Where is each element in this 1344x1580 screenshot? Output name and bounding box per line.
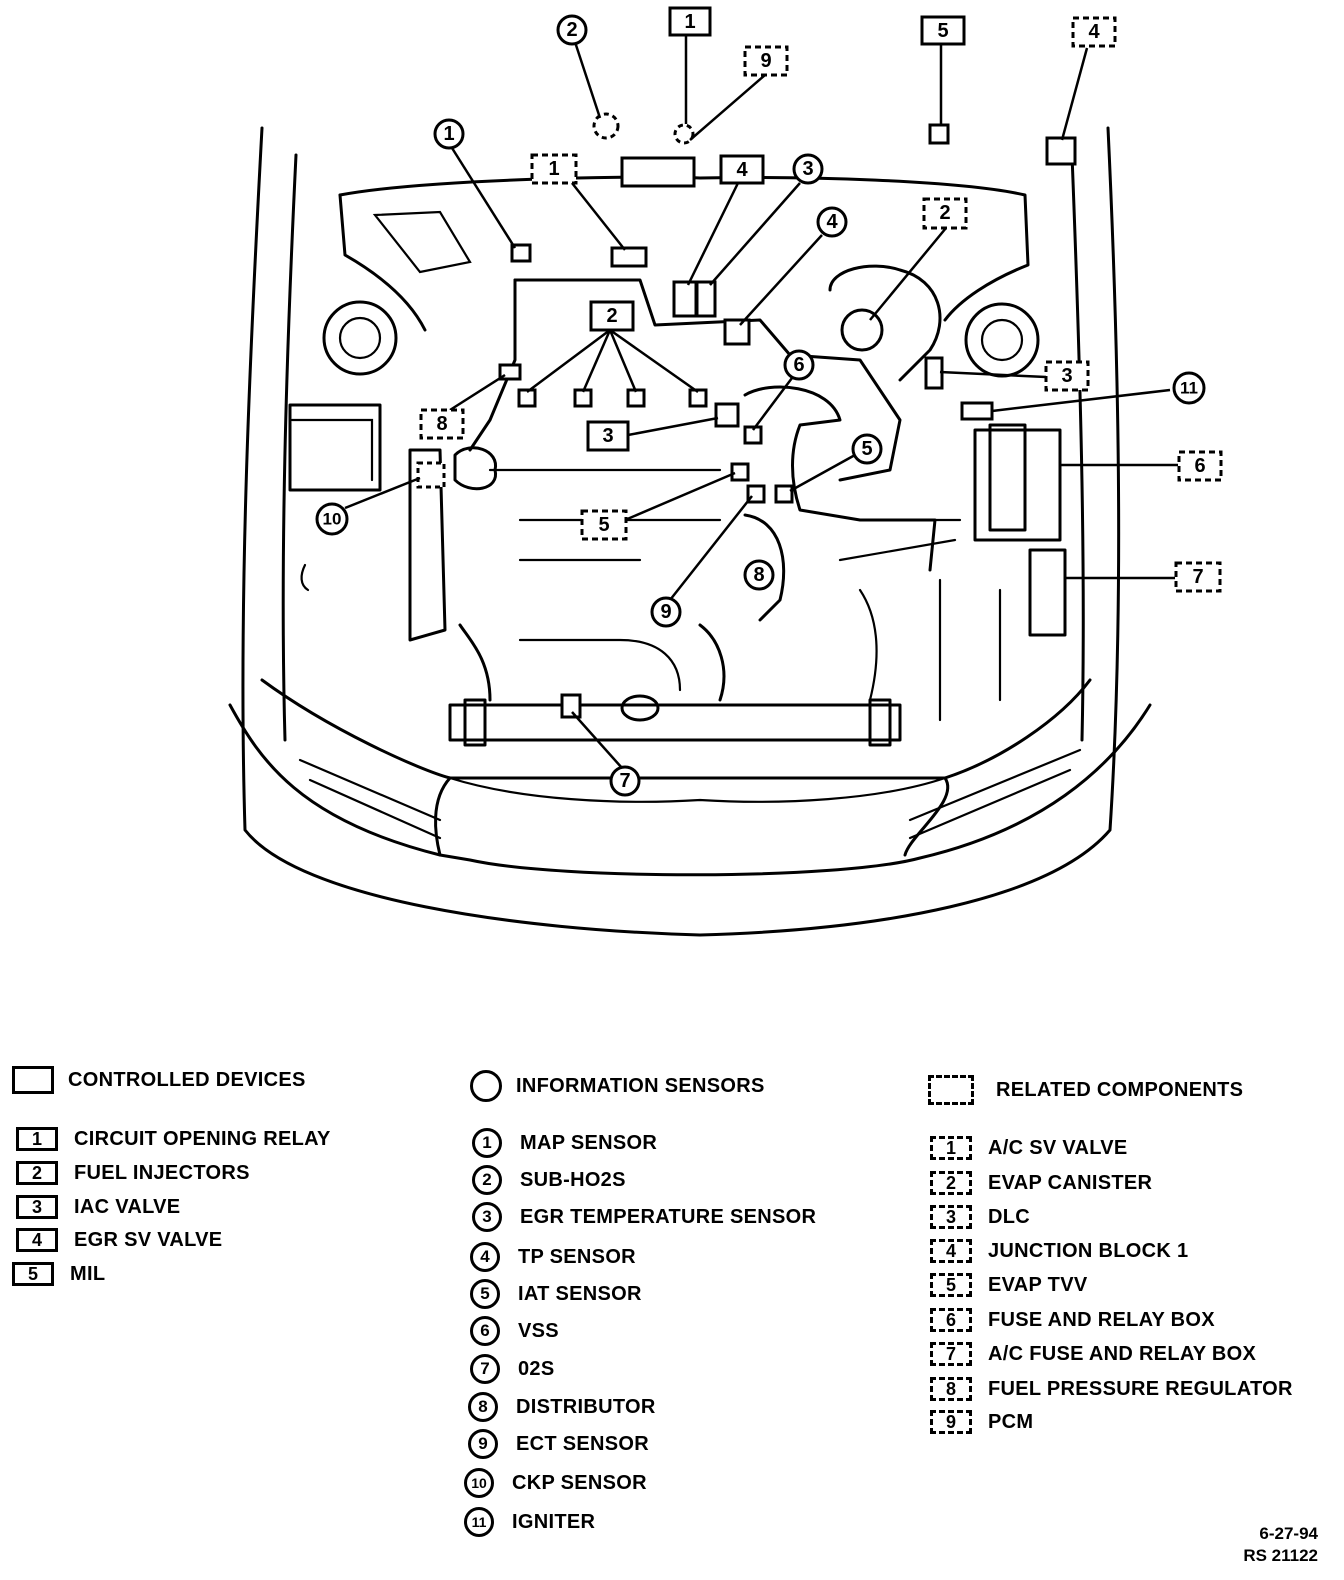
legend-item: 1 CIRCUIT OPENING RELAY <box>16 1127 331 1151</box>
svg-text:2: 2 <box>939 202 950 224</box>
svg-text:8: 8 <box>753 564 764 586</box>
legend-item: 5 EVAP TVV <box>930 1273 1087 1297</box>
legend-item: 3 IAC VALVE <box>16 1195 180 1219</box>
callout-related-9: 9 <box>743 45 789 77</box>
svg-text:4: 4 <box>1088 21 1100 43</box>
svg-text:2: 2 <box>566 19 577 41</box>
legend-item: 9 ECT SENSOR <box>468 1429 649 1459</box>
callout-related-4: 4 <box>1071 16 1117 48</box>
legend-item: 2 SUB-HO2S <box>472 1165 626 1195</box>
legend-item: 6 FUSE AND RELAY BOX <box>930 1308 1215 1332</box>
svg-text:9: 9 <box>760 50 771 72</box>
legend-item: 11 IGNITER <box>464 1507 595 1537</box>
engine-bay <box>288 175 1067 747</box>
svg-text:9: 9 <box>660 601 671 623</box>
callout-sensor-8: 8 <box>743 559 775 591</box>
callout-related-6: 6 <box>1177 450 1223 482</box>
legend-item: 3 EGR TEMPERATURE SENSOR <box>472 1202 816 1232</box>
controlled-device-symbol <box>12 1066 54 1094</box>
legend-item: 8 FUEL PRESSURE REGULATOR <box>930 1377 1293 1401</box>
svg-text:1: 1 <box>548 158 559 180</box>
svg-text:8: 8 <box>436 413 447 435</box>
legend-item: 7 02S <box>470 1354 555 1384</box>
callout-controlled-2: 2 <box>589 300 635 332</box>
callout-leaders <box>344 35 1178 769</box>
engine-compartment-diagram: 1 2 3 4 5 1 2 3 <box>228 6 1223 937</box>
svg-text:3: 3 <box>1061 365 1072 387</box>
callout-sensor-9: 9 <box>650 596 682 628</box>
callout-sensor-3: 3 <box>792 153 824 185</box>
legend-item: 8 DISTRIBUTOR <box>468 1392 656 1422</box>
callout-related-3: 3 <box>1044 360 1090 392</box>
svg-text:1: 1 <box>684 11 695 33</box>
svg-text:10: 10 <box>323 510 342 529</box>
svg-text:7: 7 <box>619 770 630 792</box>
legend-related-components: RELATED COMPONENTS 1 A/C SV VALVE 2 EVAP… <box>928 1075 1328 1445</box>
callout-controlled-5: 5 <box>920 15 966 46</box>
callout-related-2: 2 <box>922 197 968 230</box>
svg-text:7: 7 <box>1192 566 1203 588</box>
callout-sensor-6: 6 <box>783 349 815 381</box>
callout-controlled-3: 3 <box>586 420 630 452</box>
svg-text:1: 1 <box>443 123 454 145</box>
svg-text:4: 4 <box>736 159 748 181</box>
callout-sensor-10: 10 <box>315 502 349 536</box>
legend-item: 2 EVAP CANISTER <box>930 1171 1152 1195</box>
legend-item: 6 VSS <box>470 1316 559 1346</box>
callout-related-7: 7 <box>1174 561 1222 593</box>
legend-item: 9 PCM <box>930 1410 1033 1434</box>
legend-item: 4 EGR SV VALVE <box>16 1228 222 1252</box>
svg-text:6: 6 <box>1194 455 1205 477</box>
legend-header-related: RELATED COMPONENTS <box>928 1075 1243 1105</box>
callout-related-8: 8 <box>419 408 465 440</box>
svg-text:3: 3 <box>602 425 613 447</box>
svg-text:5: 5 <box>598 514 609 536</box>
callout-sensor-1: 1 <box>433 118 465 150</box>
callout-sensor-5: 5 <box>851 433 883 465</box>
callouts: 1 2 3 4 5 1 2 3 <box>315 6 1223 797</box>
legend-information-sensors: INFORMATION SENSORS 1 MAP SENSOR 2 SUB-H… <box>464 1070 890 1550</box>
callout-related-5: 5 <box>580 509 628 541</box>
svg-text:5: 5 <box>937 20 948 42</box>
svg-text:6: 6 <box>793 354 804 376</box>
legend-item: 3 DLC <box>930 1205 1030 1229</box>
figure-reference: RS 21122 <box>1243 1546 1318 1565</box>
svg-text:3: 3 <box>802 158 813 180</box>
information-sensor-symbol <box>470 1070 502 1102</box>
legend-item: 5 IAT SENSOR <box>470 1279 642 1309</box>
callout-related-1: 1 <box>530 153 578 185</box>
callout-controlled-4: 4 <box>719 154 765 185</box>
legend-item: 7 A/C FUSE AND RELAY BOX <box>930 1342 1256 1366</box>
legend-item: 5 MIL <box>12 1262 105 1286</box>
callout-controlled-1: 1 <box>668 6 712 37</box>
related-component-symbol <box>928 1075 974 1105</box>
legend-controlled-devices: CONTROLLED DEVICES 1 CIRCUIT OPENING REL… <box>12 1066 432 1296</box>
figure-date: 6-27-94 <box>1259 1524 1318 1543</box>
component-markers <box>416 112 1077 719</box>
callout-sensor-11: 11 <box>1172 371 1206 405</box>
svg-text:4: 4 <box>826 211 838 233</box>
legend-item: 4 TP SENSOR <box>470 1242 636 1272</box>
legend-item: 1 A/C SV VALVE <box>930 1136 1128 1160</box>
legend-header-controlled: CONTROLLED DEVICES <box>12 1066 306 1094</box>
legend-header-sensors: INFORMATION SENSORS <box>470 1070 765 1102</box>
legend-item: 10 CKP SENSOR <box>464 1468 647 1498</box>
svg-text:11: 11 <box>1180 379 1198 398</box>
vehicle-outline <box>228 126 1152 937</box>
svg-text:2: 2 <box>606 305 617 327</box>
legend-item: 4 JUNCTION BLOCK 1 <box>930 1239 1188 1263</box>
callout-sensor-2: 2 <box>556 14 588 46</box>
callout-sensor-7: 7 <box>609 765 641 797</box>
callout-sensor-4: 4 <box>816 206 848 238</box>
legend-item: 1 MAP SENSOR <box>472 1128 657 1158</box>
legend-item: 2 FUEL INJECTORS <box>16 1161 250 1185</box>
svg-text:5: 5 <box>861 438 872 460</box>
